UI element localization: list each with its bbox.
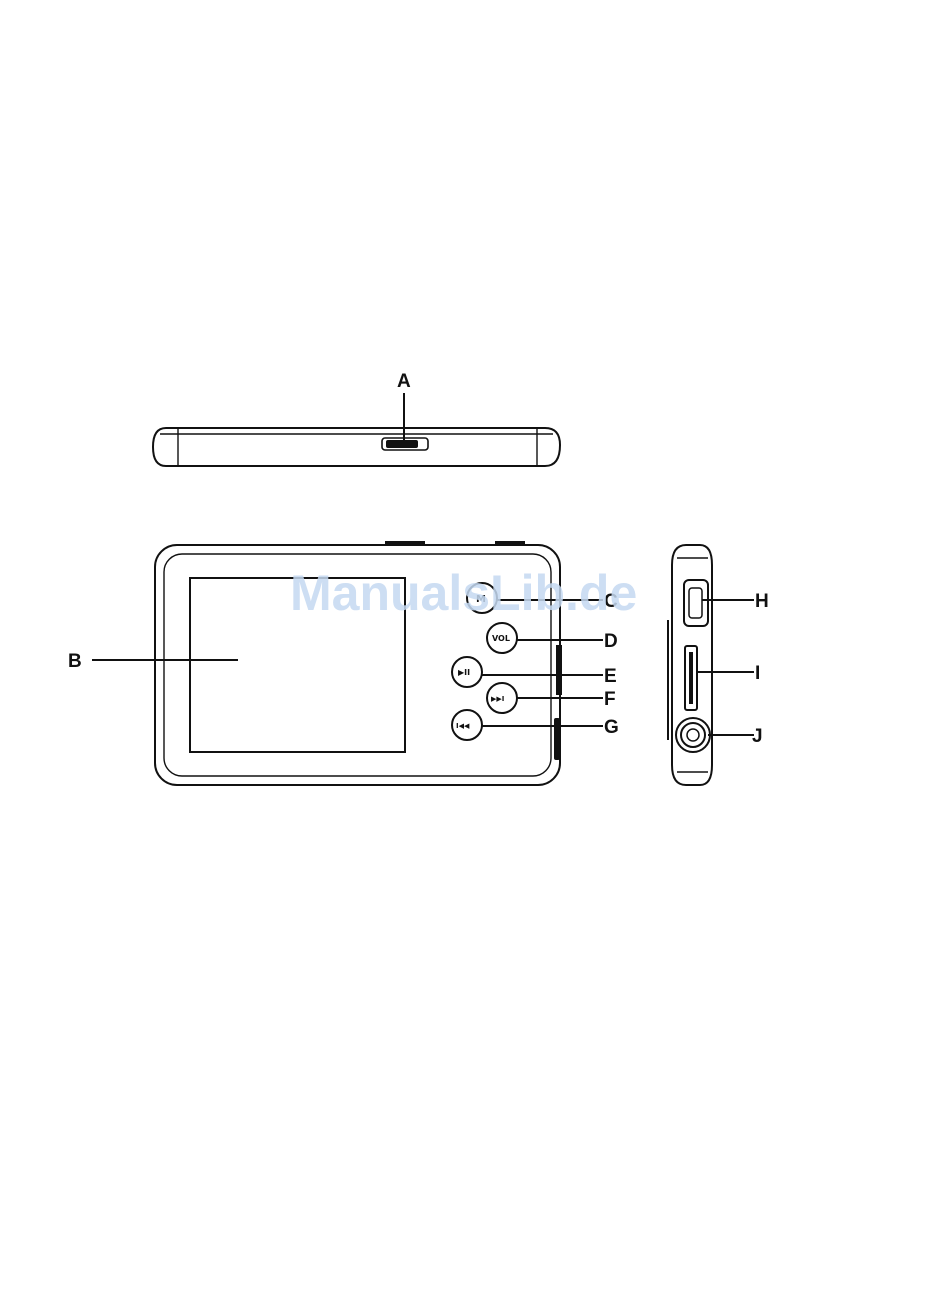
side-slider-bump [556, 645, 562, 695]
play-pause-button: ▶II [452, 657, 482, 687]
power-switch-knob [386, 440, 418, 448]
callout-label-e: E [604, 666, 617, 687]
callout-label-f: F [604, 689, 616, 710]
next-button-glyph: ▶▶I [491, 695, 504, 703]
top-button-bump-1 [385, 541, 425, 545]
callout-label-b: B [68, 651, 82, 672]
vol-button: VOL [487, 623, 517, 653]
card-slot-opening [689, 652, 693, 704]
side-view: H I J [668, 545, 769, 785]
callout-label-j: J [752, 726, 763, 747]
headphone-jack-hole [687, 729, 699, 741]
prev-button: I◀◀ [452, 710, 482, 740]
vol-button-glyph: VOL [492, 634, 510, 643]
play-pause-button-glyph: ▶II [458, 668, 470, 677]
top-button-bump-2 [495, 541, 525, 545]
watermark-text: ManualsLib.de [290, 565, 637, 621]
callout-label-a: A [397, 371, 411, 392]
side-port-bump [554, 718, 560, 760]
next-button: ▶▶I [487, 683, 517, 713]
callout-label-d: D [604, 631, 618, 652]
callout-label-g: G [604, 717, 619, 738]
usb-port [684, 580, 708, 626]
prev-button-glyph: I◀◀ [456, 722, 470, 730]
top-view: A [153, 371, 560, 466]
callout-label-i: I [755, 663, 760, 684]
callout-label-h: H [755, 591, 769, 612]
